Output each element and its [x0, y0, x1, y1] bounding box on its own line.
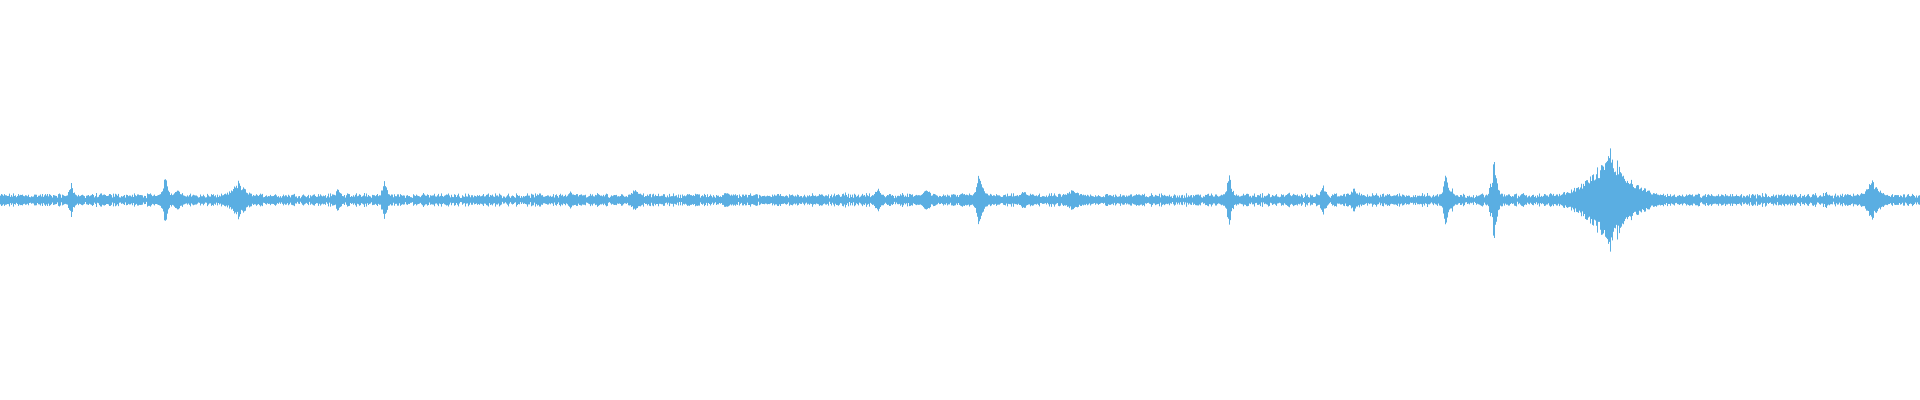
waveform-trace	[0, 148, 1920, 252]
